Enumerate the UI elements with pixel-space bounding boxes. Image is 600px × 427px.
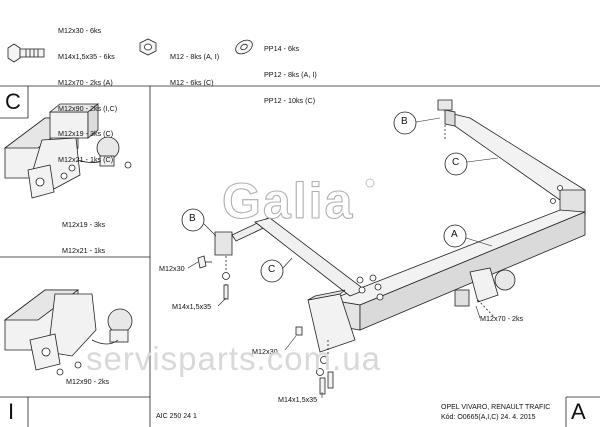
nut-icon bbox=[139, 38, 157, 56]
washer-list: PP14 - 6ks PP12 - 8ks (A, I) PP12 - 10ks… bbox=[264, 28, 317, 123]
panel-c-labels: M12x19 - 3ks M12x21 - 1ks bbox=[62, 204, 105, 273]
towbar-assembly bbox=[197, 99, 586, 395]
label-m12x70: M12x70 - 2ks bbox=[480, 314, 524, 323]
panel-c-label: M12x21 - 1ks bbox=[62, 245, 106, 255]
panel-c-label: M12x19 - 3ks bbox=[62, 220, 106, 230]
callout-c-top bbox=[444, 152, 468, 176]
bolt-item: M12x90 - 2ks (I,C) bbox=[58, 103, 118, 113]
callout-b-top-letter: B bbox=[401, 116, 408, 127]
callout-c-top-letter: C bbox=[452, 157, 460, 168]
bolt-item: M12x19 - 3ks (C) bbox=[58, 129, 114, 139]
washer-icon bbox=[235, 39, 253, 55]
panel-i-drawing bbox=[3, 289, 133, 376]
vehicle-model: OPEL VIVARO, RENAULT TRAFIC bbox=[441, 404, 551, 411]
callout-c-mid bbox=[260, 259, 284, 283]
label-m14-bottom: M14x1,5x35 bbox=[278, 395, 318, 404]
nut-item: M12 - 8ks (A, I) bbox=[170, 52, 220, 62]
callout-b-top bbox=[393, 111, 417, 135]
callout-a-letter: A bbox=[451, 229, 458, 240]
label-m14-left: M14x1,5x35 bbox=[172, 302, 212, 311]
callout-a bbox=[443, 224, 467, 248]
bolt-item: M12x70 - 2ks (A) bbox=[58, 77, 113, 87]
sheet-letter: A bbox=[571, 399, 586, 424]
bolt-item: M12x30 - 6ks bbox=[58, 26, 102, 36]
label-m12x30-bottom: M12x30 bbox=[252, 347, 278, 356]
callout-b-left-letter: B bbox=[189, 213, 196, 224]
panel-i-letter: I bbox=[8, 399, 15, 424]
nut-list: M12 - 8ks (A, I) M12 - 6ks (C) bbox=[170, 36, 219, 105]
watermark: servisparts.com.ua bbox=[86, 340, 381, 377]
bolt-item: M14x1,5x35 - 6ks bbox=[58, 51, 115, 61]
panel-c-letter: C bbox=[5, 89, 21, 114]
panel-i-label: M12x90 - 2ks bbox=[66, 377, 110, 386]
logo-text: Galia bbox=[222, 173, 354, 229]
drawing-number: AIC 250 24 1 bbox=[156, 413, 197, 420]
washer-item: PP14 - 6ks bbox=[264, 44, 300, 54]
bolt-item: M12x21 - 1ks (C) bbox=[58, 155, 114, 165]
label-m12x30-left: M12x30 bbox=[159, 264, 185, 273]
callout-b-left bbox=[181, 208, 205, 232]
galia-logo: Galia bbox=[221, 172, 375, 230]
callout-c-mid-letter: C bbox=[268, 264, 276, 275]
panel-c-drawing bbox=[3, 103, 132, 199]
bolt-icon bbox=[7, 43, 45, 63]
bolt-list: M12x30 - 6ks M14x1,5x35 - 6ks M12x70 - 2… bbox=[58, 10, 117, 182]
washer-item: PP12 - 8ks (A, I) bbox=[264, 69, 317, 79]
code-date: Kód: O0665(A,I,C) 24. 4. 2015 bbox=[441, 414, 536, 421]
nut-item: M12 - 6ks (C) bbox=[170, 77, 214, 87]
washer-item: PP12 - 10ks (C) bbox=[264, 95, 316, 105]
